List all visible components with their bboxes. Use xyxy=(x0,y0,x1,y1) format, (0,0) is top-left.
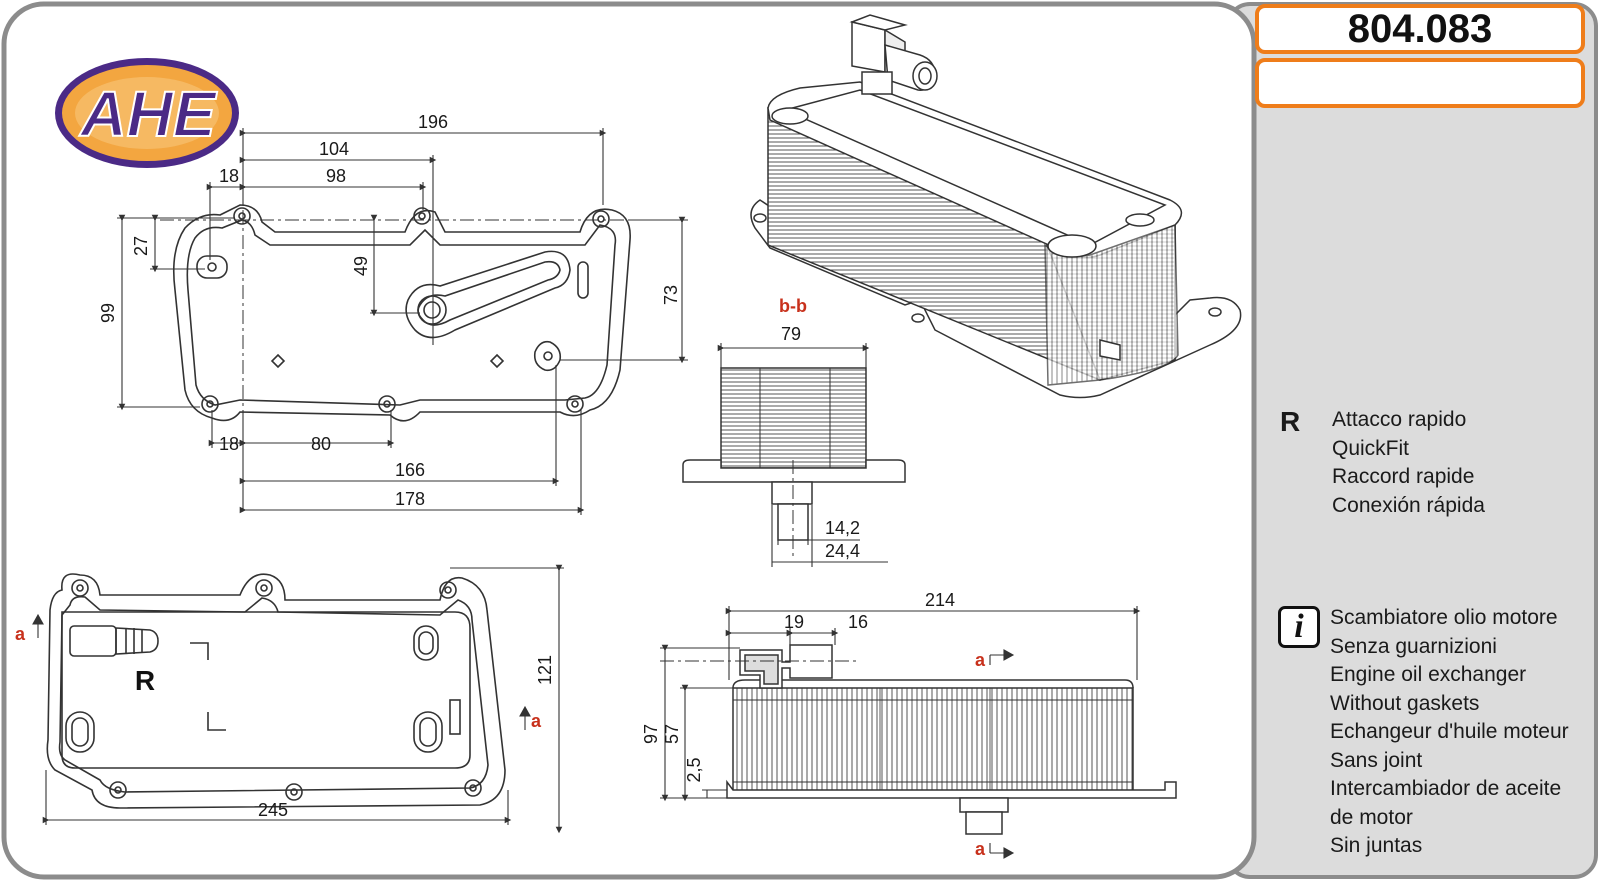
dim-14-2: 14,2 xyxy=(825,518,860,538)
dim-79: 79 xyxy=(781,324,801,344)
part-number: 804.083 xyxy=(1347,6,1493,51)
section-bb xyxy=(682,367,906,560)
legend-line: Scambiatore olio motore xyxy=(1330,606,1558,629)
bottom-section-mark-right: a xyxy=(531,711,542,731)
dim-27: 27 xyxy=(131,236,151,256)
bottom-section-mark-left: a xyxy=(15,624,26,644)
top-view xyxy=(160,185,680,422)
legend-line: Intercambiador de aceite xyxy=(1330,777,1562,800)
dim-178: 178 xyxy=(395,489,425,509)
side-view xyxy=(660,644,1177,835)
dim-2-5: 2,5 xyxy=(684,757,704,782)
dim-99: 99 xyxy=(98,303,118,323)
dim-18-top: 18 xyxy=(219,166,239,186)
info-icon: i xyxy=(1278,606,1320,648)
section-bb-dimensions xyxy=(717,343,888,567)
dim-57: 57 xyxy=(662,724,682,744)
dim-121: 121 xyxy=(535,655,555,685)
dim-19: 19 xyxy=(784,612,804,632)
section-label-bb: b-b xyxy=(779,296,807,316)
dim-18-bottom: 18 xyxy=(219,434,239,454)
legend-quick-connector: R Attacco rapido QuickFit Raccord rapide… xyxy=(1280,406,1580,536)
part-number-box: 804.083 xyxy=(1255,4,1585,54)
quick-connector-marker: R xyxy=(135,665,155,696)
dim-214: 214 xyxy=(925,590,955,610)
dim-80: 80 xyxy=(311,434,331,454)
dim-196: 196 xyxy=(418,112,448,132)
bottom-view-dimensions xyxy=(32,564,564,834)
legend-info-lines: Scambiatore olio motore Senza guarnizion… xyxy=(1330,604,1569,861)
dim-24-4: 24,4 xyxy=(825,541,860,561)
legend-line: Without gaskets xyxy=(1330,691,1480,715)
dim-16: 16 xyxy=(848,612,868,632)
dim-104: 104 xyxy=(319,139,349,159)
top-view-dimension-labels: 196 104 18 98 27 49 99 73 18 80 166 178 xyxy=(98,112,681,509)
legend-info: i Scambiatore olio motore Senza guarnizi… xyxy=(1278,604,1588,874)
side-section-mark-top: a xyxy=(975,650,986,670)
legend-line: QuickFit xyxy=(1332,436,1410,460)
secondary-label-box xyxy=(1255,58,1585,108)
legend-line: Sans joint xyxy=(1330,748,1423,772)
dim-166: 166 xyxy=(395,460,425,480)
iso-view xyxy=(750,14,1242,399)
dim-73: 73 xyxy=(661,285,681,305)
side-section-mark-bottom: a xyxy=(975,839,986,859)
ahe-logo: AHE xyxy=(55,58,239,168)
legend-line: Engine oil exchanger xyxy=(1330,663,1527,686)
legend-line: Echangeur d'huile moteur xyxy=(1330,720,1569,743)
legend-key-r: R xyxy=(1280,406,1301,437)
dim-245: 245 xyxy=(258,800,288,820)
legend-quick-connector-lines: Attacco rapido QuickFit Raccord rapide C… xyxy=(1332,406,1485,520)
dim-98: 98 xyxy=(326,166,346,186)
side-view-dimensions xyxy=(660,606,1141,859)
legend-line: Sin juntas xyxy=(1330,834,1423,857)
legend-line: Senza guarnizioni xyxy=(1330,634,1497,658)
bottom-view xyxy=(46,573,506,809)
legend-line: Conexión rápida xyxy=(1332,493,1485,517)
dim-49: 49 xyxy=(351,256,371,276)
legend-line: de motor xyxy=(1330,805,1413,829)
dim-97: 97 xyxy=(641,724,661,744)
legend-line: Attacco rapido xyxy=(1332,408,1467,431)
legend-line: Raccord rapide xyxy=(1332,465,1475,488)
top-view-dimensions xyxy=(117,128,688,515)
logo-text: AHE xyxy=(78,78,217,150)
